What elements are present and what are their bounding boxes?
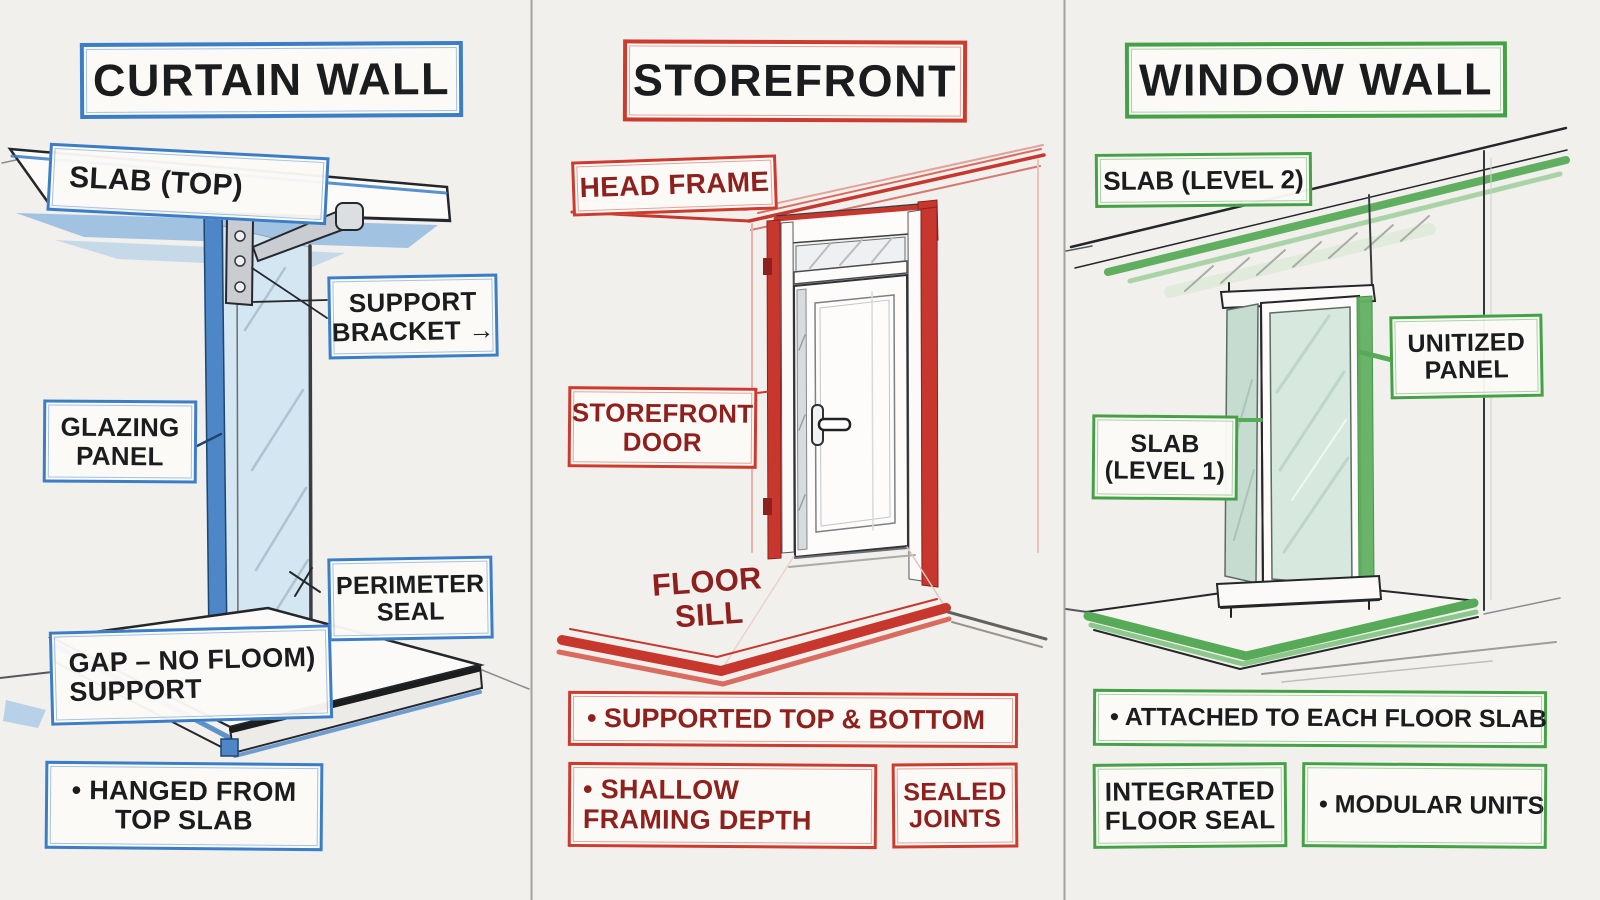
storefront-door-shape: [792, 273, 910, 559]
label-floor-sill: FLOOR SILL: [650, 559, 763, 635]
label-slab-top: SLAB (TOP): [46, 142, 330, 226]
bullet-attached-to-each-floor-slab: • ATTACHED TO EACH FLOOR SLAB: [1092, 688, 1548, 749]
bullet-modular-units: • MODULAR UNITS: [1301, 762, 1548, 849]
label-sealed-joints: SEALED JOINTS: [891, 762, 1019, 849]
label-unitized-panel: UNITIZED PANEL: [1389, 313, 1544, 400]
label-head-frame: HEAD FRAME: [571, 154, 778, 217]
label-integrated-floor-seal: INTEGRATED FLOOR SEAL: [1092, 762, 1288, 849]
bullet-hanged-from-top-slab: • HANGED FROM TOP SLAB: [44, 760, 324, 852]
bracket-leader-lines: [251, 267, 328, 319]
floor-sill-shape: [557, 603, 951, 676]
unitized-panel-front-glass: [1269, 306, 1353, 587]
label-glazing-panel: GLAZING PANEL: [42, 399, 198, 484]
panel-title-window-wall: WINDOW WALL: [1124, 41, 1508, 119]
panel-title-curtain-wall: CURTAIN WALL: [79, 40, 464, 120]
panel-title-storefront: STOREFRONT: [622, 39, 968, 123]
bullet-shallow-framing-depth: • SHALLOW FRAMING DEPTH: [567, 761, 878, 850]
label-slab-level-1: SLAB (LEVEL 1): [1091, 414, 1239, 501]
label-slab-level-2: SLAB (LEVEL 2): [1094, 152, 1313, 208]
storefront-drawing: [556, 144, 1048, 687]
label-perimeter-seal: PERIMETER SEAL: [327, 555, 494, 642]
label-support-bracket: SUPPORT BRACKET →: [327, 273, 499, 360]
label-storefront-door: STOREFRONT DOOR: [567, 386, 758, 469]
window-wall-drawing: [1065, 126, 1570, 683]
label-gap-no-floor-support: GAP – NO FLOOM) SUPPORT: [48, 624, 334, 726]
bullet-supported-top-bottom: • SUPPORTED TOP & BOTTOM: [567, 690, 1019, 749]
